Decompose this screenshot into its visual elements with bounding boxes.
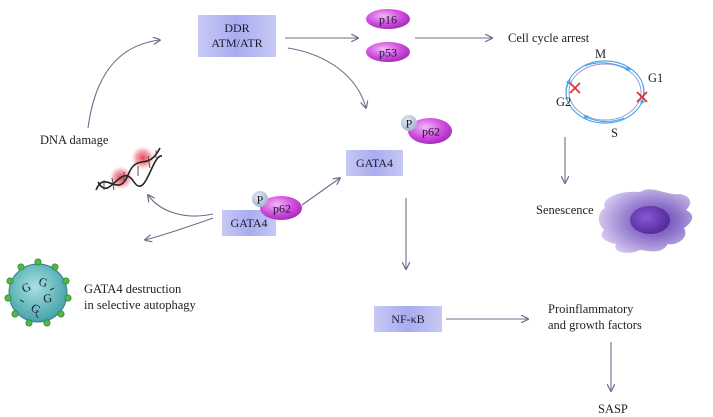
arrow-dnadamage-to-ddr xyxy=(87,40,160,129)
nfkb-label: NF-κB xyxy=(391,312,424,326)
arrow-complex-to-autophagy xyxy=(145,217,214,240)
proinflammatory-label-line1: Proinflammatory xyxy=(548,302,634,316)
cell-cycle-ring-outer xyxy=(565,60,645,124)
cell-cycle-ring-inner xyxy=(568,63,642,121)
p-center-circle xyxy=(401,115,417,131)
vesicle-g-3: G xyxy=(42,291,53,306)
gata4-p62-complex: GATA4 p62 P xyxy=(222,191,302,236)
vesicle-fragments xyxy=(19,287,55,319)
cell-cycle-diagram: M G1 G2 S xyxy=(556,47,663,140)
phase-s-label: S xyxy=(611,126,618,140)
autophagy-label-line2: in selective autophagy xyxy=(84,298,197,312)
p16-label: p16 xyxy=(379,13,397,27)
p62-center-oval xyxy=(408,118,452,144)
vesicle-g-2: G xyxy=(37,274,49,290)
autophagy-vesicle-icon: G G G G xyxy=(4,258,72,327)
p62-left-oval xyxy=(260,196,302,220)
p62-left-label: p62 xyxy=(273,202,291,216)
phase-g2-label: G2 xyxy=(556,95,571,109)
p53-oval xyxy=(366,42,410,62)
cell-cycle-arrest-label: Cell cycle arrest xyxy=(508,31,590,45)
p53-label: p53 xyxy=(379,46,397,60)
cycle-arrow-bottom xyxy=(583,115,625,122)
arrow-ddr-to-gata4 xyxy=(287,47,366,108)
p16-node: p16 xyxy=(366,9,410,29)
dna-helix-icon xyxy=(95,146,163,191)
ddr-label-line1: DDR xyxy=(224,21,249,35)
gata4-center-node: GATA4 xyxy=(346,150,403,176)
dna-damage-glow-1 xyxy=(131,146,155,170)
p-left-circle xyxy=(252,191,268,207)
dna-damage-label: DNA damage xyxy=(40,133,109,147)
cycle-arrow-left xyxy=(565,79,571,101)
p16-oval xyxy=(366,9,410,29)
dna-rungs xyxy=(103,150,157,191)
arrest-mark-g1 xyxy=(636,91,648,103)
ddr-label-line2: ATM/ATR xyxy=(211,36,262,50)
arrow-complex-to-gata4 xyxy=(301,178,340,206)
senescent-cell-icon xyxy=(598,189,693,253)
senescent-cell-nucleus xyxy=(630,206,670,234)
proinflammatory-label-line2: and growth factors xyxy=(548,318,642,332)
cycle-arrow-top xyxy=(584,62,631,71)
phase-m-label: M xyxy=(595,47,606,61)
gata4-left-label: GATA4 xyxy=(230,216,267,230)
nfkb-node: NF-κB xyxy=(374,306,442,332)
nfkb-box xyxy=(374,306,442,332)
p62-phospho-center: p62 P xyxy=(401,115,452,144)
gata4-center-box xyxy=(346,150,403,176)
vesicle-beads xyxy=(4,258,72,327)
sasp-label: SASP xyxy=(598,402,628,416)
ddr-node: DDR ATM/ATR xyxy=(198,15,276,57)
ddr-box xyxy=(198,15,276,57)
dna-strand-2 xyxy=(97,155,163,190)
p62-center-label: p62 xyxy=(422,125,440,139)
phase-g1-label: G1 xyxy=(648,71,663,85)
p-left-label: P xyxy=(257,193,264,207)
senescence-label: Senescence xyxy=(536,203,594,217)
p-center-label: P xyxy=(406,117,413,131)
autophagy-label-line1: GATA4 destruction xyxy=(84,282,182,296)
p53-node: p53 xyxy=(366,42,410,62)
gata4-center-label: GATA4 xyxy=(356,156,393,170)
arrow-complex-to-dna xyxy=(148,195,214,217)
arrest-mark-g2 xyxy=(569,82,581,94)
